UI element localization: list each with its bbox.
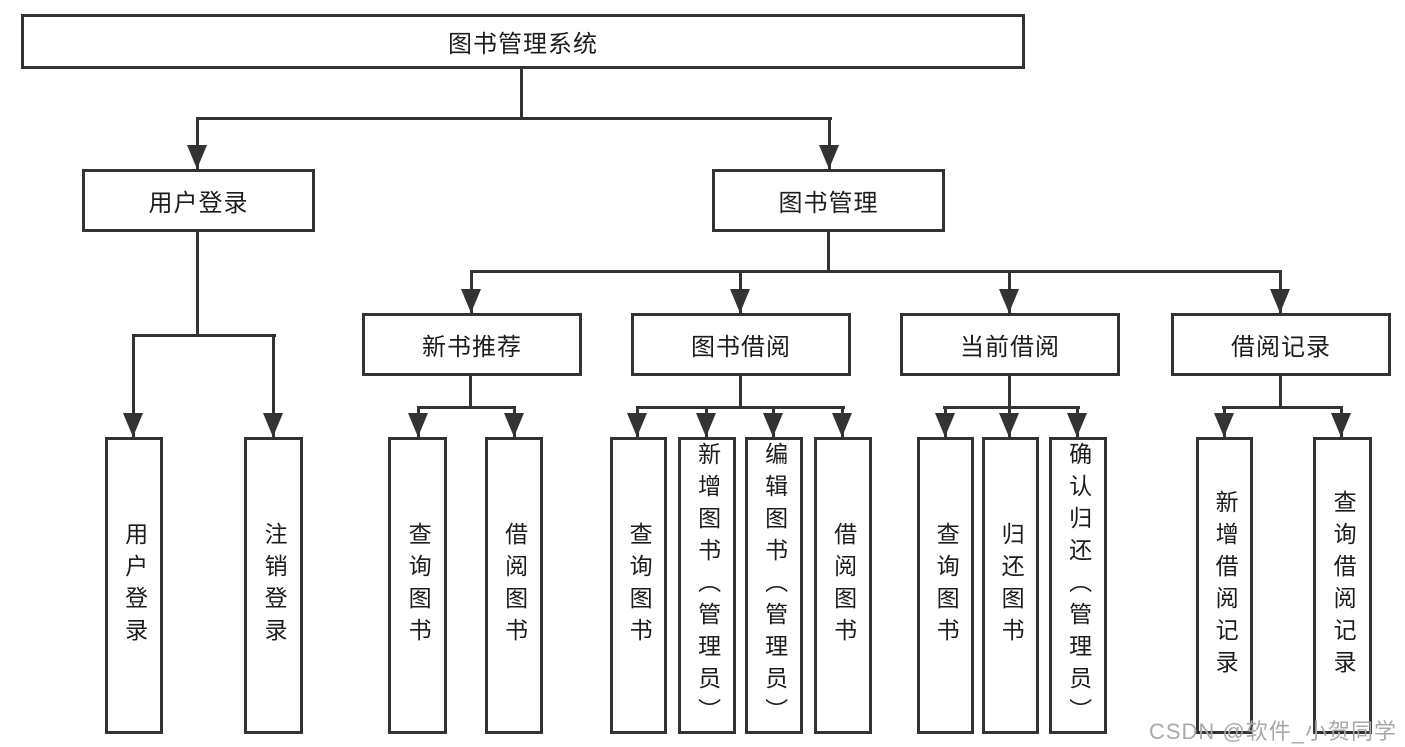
connector-userlogin-bar [132,334,276,337]
arrowhead-bb-query [627,413,647,437]
arrowhead-rec-add [1214,413,1234,437]
node-book-management-label: 图书管理 [778,190,879,217]
arrowhead-bb-edit [763,413,783,437]
node-new-book-recommend: 新书推荐 [362,313,582,376]
connector-records-stem [1279,376,1282,408]
arrowhead-cb-return [999,413,1019,437]
arrowhead-cb-confirm [1067,413,1087,437]
node-user-login-label: 用户登录 [148,190,249,217]
node-book-management: 图书管理 [712,169,945,232]
leaf-borrow-borrow-label: 借阅图书 [830,521,857,650]
node-current-borrow: 当前借阅 [900,313,1120,376]
arrowhead-nb-query [408,413,428,437]
connector-bookmgmt-bar [470,270,1282,273]
connector-current-bar [943,406,1080,409]
arrowhead-nb-borrow [504,413,524,437]
leaf-borrow-edit-admin-label: 编辑图书（管理员） [761,441,788,730]
connector-newbook-stem [469,376,472,408]
leaf-borrow-add-admin-label: 新增图书（管理员） [694,441,721,730]
leaf-borrow-add-admin: 新增图书（管理员） [678,437,736,734]
connector-borrow-stem [739,376,742,408]
node-root: 图书管理系统 [21,14,1025,69]
node-book-borrow-label: 图书借阅 [691,334,791,361]
node-book-borrow: 图书借阅 [631,313,851,376]
arrowhead-current-borrow [999,289,1019,313]
node-root-label: 图书管理系统 [448,31,598,58]
leaf-borrow-query-label: 查询图书 [626,521,653,650]
arrowhead-book-borrow [730,289,750,313]
connector-drop-user-login [196,117,199,169]
connector-records-bar [1222,406,1343,409]
connector-drop-logout-leaf [272,334,275,437]
node-current-borrow-label: 当前借阅 [960,334,1060,361]
leaf-user-login: 用户登录 [105,437,163,734]
arrowhead-new-book [461,289,481,313]
node-borrow-records: 借阅记录 [1171,313,1391,376]
node-new-book-recommend-label: 新书推荐 [422,334,522,361]
leaf-current-confirm-admin-label: 确认归还（管理员） [1065,441,1092,730]
leaf-current-confirm-admin: 确认归还（管理员） [1049,437,1107,734]
arrowhead-book-mgmt [819,145,839,169]
leaf-current-return-label: 归还图书 [998,521,1025,650]
leaf-newbook-borrow: 借阅图书 [485,437,543,734]
leaf-newbook-borrow-label: 借阅图书 [501,521,528,650]
arrowhead-bb-add [696,413,716,437]
arrowhead-rec-query [1331,413,1351,437]
leaf-current-query: 查询图书 [917,437,974,734]
leaf-records-query-label: 查询借阅记录 [1330,489,1357,682]
leaf-borrow-edit-admin: 编辑图书（管理员） [745,437,803,734]
leaf-records-add-label: 新增借阅记录 [1212,489,1239,682]
arrowhead-bb-borrow [832,413,852,437]
connector-root-bar [196,117,832,120]
connector-drop-book-mgmt [828,117,831,169]
leaf-records-add: 新增借阅记录 [1196,437,1253,734]
leaf-logout: 注销登录 [244,437,303,734]
leaf-newbook-query-label: 查询图书 [405,521,432,650]
node-borrow-records-label: 借阅记录 [1231,334,1331,361]
connector-root-stem [520,69,523,119]
leaf-current-query-label: 查询图书 [933,521,960,650]
connector-newbook-bar [417,406,516,409]
connector-borrow-bar [636,406,845,409]
connector-current-stem [1008,376,1011,408]
arrowhead-borrow-records [1270,289,1290,313]
leaf-borrow-query: 查询图书 [610,437,667,734]
arrowhead-user-login [187,145,207,169]
leaf-records-query: 查询借阅记录 [1313,437,1372,734]
connector-userlogin-stem [196,232,199,336]
csdn-watermark: CSDN @软件_小贺同学 [1148,719,1397,744]
leaf-newbook-query: 查询图书 [388,437,447,734]
leaf-borrow-borrow: 借阅图书 [814,437,872,734]
connector-drop-login-leaf [132,334,135,437]
connector-bookmgmt-stem [827,232,830,272]
leaf-user-login-label: 用户登录 [121,521,148,650]
arrowhead-cb-query [935,413,955,437]
node-user-login: 用户登录 [82,169,315,232]
leaf-current-return: 归还图书 [982,437,1039,734]
arrowhead-logout-leaf [263,413,283,437]
leaf-logout-label: 注销登录 [261,521,288,650]
arrowhead-login-leaf [123,413,143,437]
